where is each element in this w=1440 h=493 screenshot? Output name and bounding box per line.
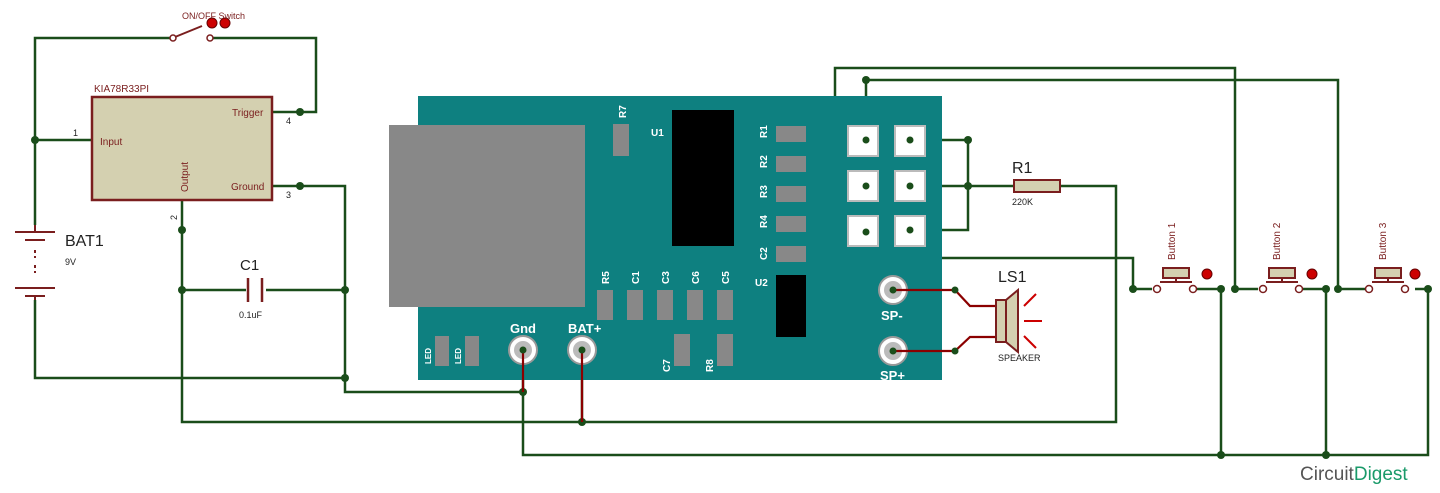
button-2-label: Button 2: [1272, 222, 1283, 260]
module-c3: C3: [661, 271, 672, 284]
battery-value: 9V: [65, 257, 76, 267]
module-part-r7: R7: [618, 105, 629, 118]
module-c2: C2: [759, 247, 770, 260]
brand-part1: Circuit: [1300, 464, 1355, 485]
capacitor-name: C1: [240, 257, 259, 274]
module-chip-u2: U2: [755, 278, 768, 289]
capacitor-value: 0.1uF: [239, 310, 263, 320]
regulator-pin-trigger: Trigger: [232, 108, 264, 119]
module-pad-gnd: Gnd: [510, 321, 536, 336]
push-button-1: Button 1: [1152, 222, 1213, 294]
module-c1: C1: [631, 271, 642, 284]
module-pad-sp-plus: SP+: [880, 368, 905, 383]
module-c7: C7: [662, 359, 673, 372]
module-led-2: LED: [454, 348, 463, 364]
module-chip-u1: U1: [651, 128, 664, 139]
resistor-r1-value: 220K: [1012, 197, 1033, 207]
resistor-r1-name: R1: [1012, 160, 1033, 177]
button-3-label: Button 3: [1378, 222, 1389, 260]
module-r5: R5: [601, 271, 612, 284]
module-c6: C6: [691, 271, 702, 284]
push-button-2: Button 2: [1258, 222, 1318, 294]
battery-name: BAT1: [65, 233, 104, 250]
sound-module-board: R7 U1 R1 R2 R3 R4 C2 U2 R5 C1 C3 C6 C5 C…: [389, 96, 942, 383]
regulator-pin-ground: Ground: [231, 182, 264, 193]
speaker-ls1: LS1 SPEAKER: [995, 269, 1042, 363]
speaker-name: LS1: [998, 269, 1027, 286]
module-c5: C5: [721, 271, 732, 284]
speaker-label: SPEAKER: [998, 353, 1041, 363]
button-1-label: Button 1: [1167, 222, 1178, 260]
regulator-pin-input: Input: [100, 137, 122, 148]
pin-number-trigger: 4: [286, 116, 291, 126]
pin-number-ground: 3: [286, 190, 291, 200]
push-button-3: Button 3: [1364, 222, 1421, 294]
module-r8: R8: [705, 359, 716, 372]
module-pad-bat: BAT+: [568, 321, 602, 336]
pin-number-input: 1: [73, 128, 78, 138]
pin-number-output: 2: [169, 215, 179, 220]
resistor-r1: R1 220K: [1012, 160, 1061, 207]
module-led-1: LED: [424, 348, 433, 364]
module-r1: R1: [759, 125, 770, 138]
regulator-part-label: KIA78R33PI: [94, 84, 149, 95]
module-r3: R3: [759, 185, 770, 198]
battery: [15, 225, 55, 300]
voltage-regulator: KIA78R33PI Input Trigger Ground Output 1…: [73, 84, 291, 220]
junction-dots: [31, 76, 1432, 459]
on-off-switch: ON/OFF Switch: [169, 11, 245, 42]
circuitdigest-logo: CircuitDigest: [1300, 464, 1408, 485]
svg-text:CircuitDigest: CircuitDigest: [1300, 464, 1408, 485]
red-wires: [521, 288, 996, 422]
regulator-pin-output: Output: [180, 162, 191, 192]
capacitor-c1: [246, 278, 264, 302]
module-r2: R2: [759, 155, 770, 168]
module-r4: R4: [759, 215, 770, 228]
brand-part2: Digest: [1354, 464, 1409, 485]
switch-label: ON/OFF Switch: [182, 11, 245, 21]
module-pad-sp-minus: SP-: [881, 308, 903, 323]
